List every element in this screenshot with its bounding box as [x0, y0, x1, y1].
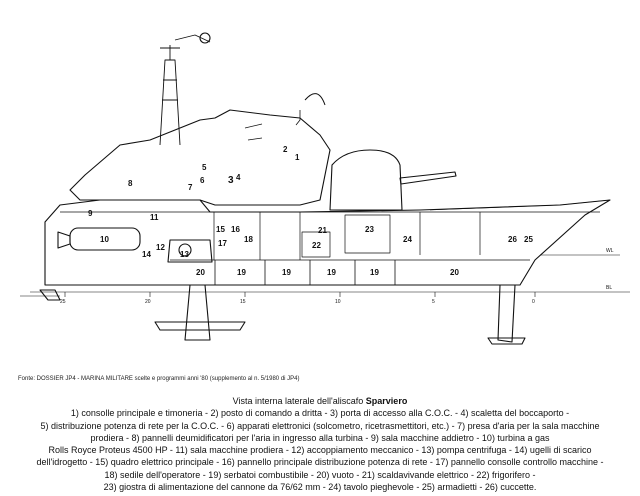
gun-turret	[329, 149, 403, 211]
superstructure	[69, 109, 331, 206]
label-11: 11	[150, 213, 159, 222]
label-6: 6	[200, 176, 205, 185]
frame-label: 0	[532, 299, 535, 305]
label-9: 9	[88, 209, 93, 218]
label-24: 24	[403, 235, 412, 244]
label-15: 15	[216, 225, 225, 234]
caption-line: dell'idrogetto - 15) quadro elettrico pr…	[36, 457, 604, 468]
label-22: 22	[312, 241, 321, 250]
label-26: 26	[508, 235, 517, 244]
caption-line: prodiera - 8) pannelli deumidificatori p…	[90, 432, 550, 443]
label-25: 25	[524, 235, 533, 244]
caption-title-bold: Sparviero	[365, 396, 408, 406]
frame-label: 20	[145, 299, 151, 305]
label-14: 14	[142, 250, 151, 259]
label-13: 13	[180, 250, 189, 259]
caption: Vista interna laterale dell'aliscafo Spa…	[0, 395, 640, 493]
forward-foil	[487, 337, 526, 345]
label-waterline: WL	[606, 248, 614, 254]
caption-line: Rolls Royce Proteus 4500 HP - 11) sala m…	[48, 445, 592, 456]
label-17: 17	[218, 239, 227, 248]
frame-label: 25	[60, 299, 66, 305]
label-3: 3	[228, 175, 234, 186]
label-19a: 19	[237, 268, 246, 277]
label-23: 23	[365, 225, 374, 234]
pump	[167, 239, 213, 263]
caption-title: Vista interna laterale dell'aliscafo Spa…	[0, 395, 640, 407]
caption-line: 18) sedile dell'operatore - 19) serbatoi…	[104, 469, 536, 480]
caption-line: 23) giostra di alimentazione del cannone…	[103, 482, 537, 493]
label-7: 7	[188, 183, 193, 192]
label-19c: 19	[327, 268, 336, 277]
label-21: 21	[318, 226, 327, 235]
frame-numbers: 25 20 15 10 5 0	[60, 299, 535, 305]
frame-label: 10	[335, 299, 341, 305]
label-4: 4	[236, 173, 241, 182]
label-10: 10	[100, 235, 109, 244]
frame-label: 15	[240, 299, 246, 305]
mast-antenna	[199, 32, 211, 44]
forward-strut	[497, 284, 516, 343]
label-20b: 20	[450, 268, 459, 277]
caption-title-prefix: Vista interna laterale dell'aliscafo	[232, 396, 366, 406]
label-12: 12	[156, 243, 165, 252]
hydrofoil-cutaway-drawing: 1 2 3 4 5 6 7 8 9 10 11 12 13 14 15 16 1…	[20, 32, 630, 345]
label-16: 16	[231, 225, 240, 234]
label-19b: 19	[282, 268, 291, 277]
label-5: 5	[202, 163, 207, 172]
label-8: 8	[128, 179, 133, 188]
caption-line: 5) distribuzione potenza di rete per la …	[40, 420, 600, 431]
label-baseline: BL	[606, 285, 612, 291]
label-1: 1	[295, 153, 300, 162]
label-2: 2	[283, 145, 288, 154]
label-18: 18	[244, 235, 253, 244]
frame-label: 5	[432, 299, 435, 305]
gun-barrel	[399, 171, 457, 185]
source-note: Fonte: DOSSIER JP4 - MARINA MILITARE sce…	[18, 376, 300, 382]
radar-dish	[304, 93, 326, 106]
label-19d: 19	[370, 268, 379, 277]
aft-strut	[184, 284, 211, 341]
caption-line: 1) consolle principale e timoneria - 2) …	[70, 408, 570, 419]
label-20a: 20	[196, 268, 205, 277]
aft-foil	[154, 321, 246, 331]
